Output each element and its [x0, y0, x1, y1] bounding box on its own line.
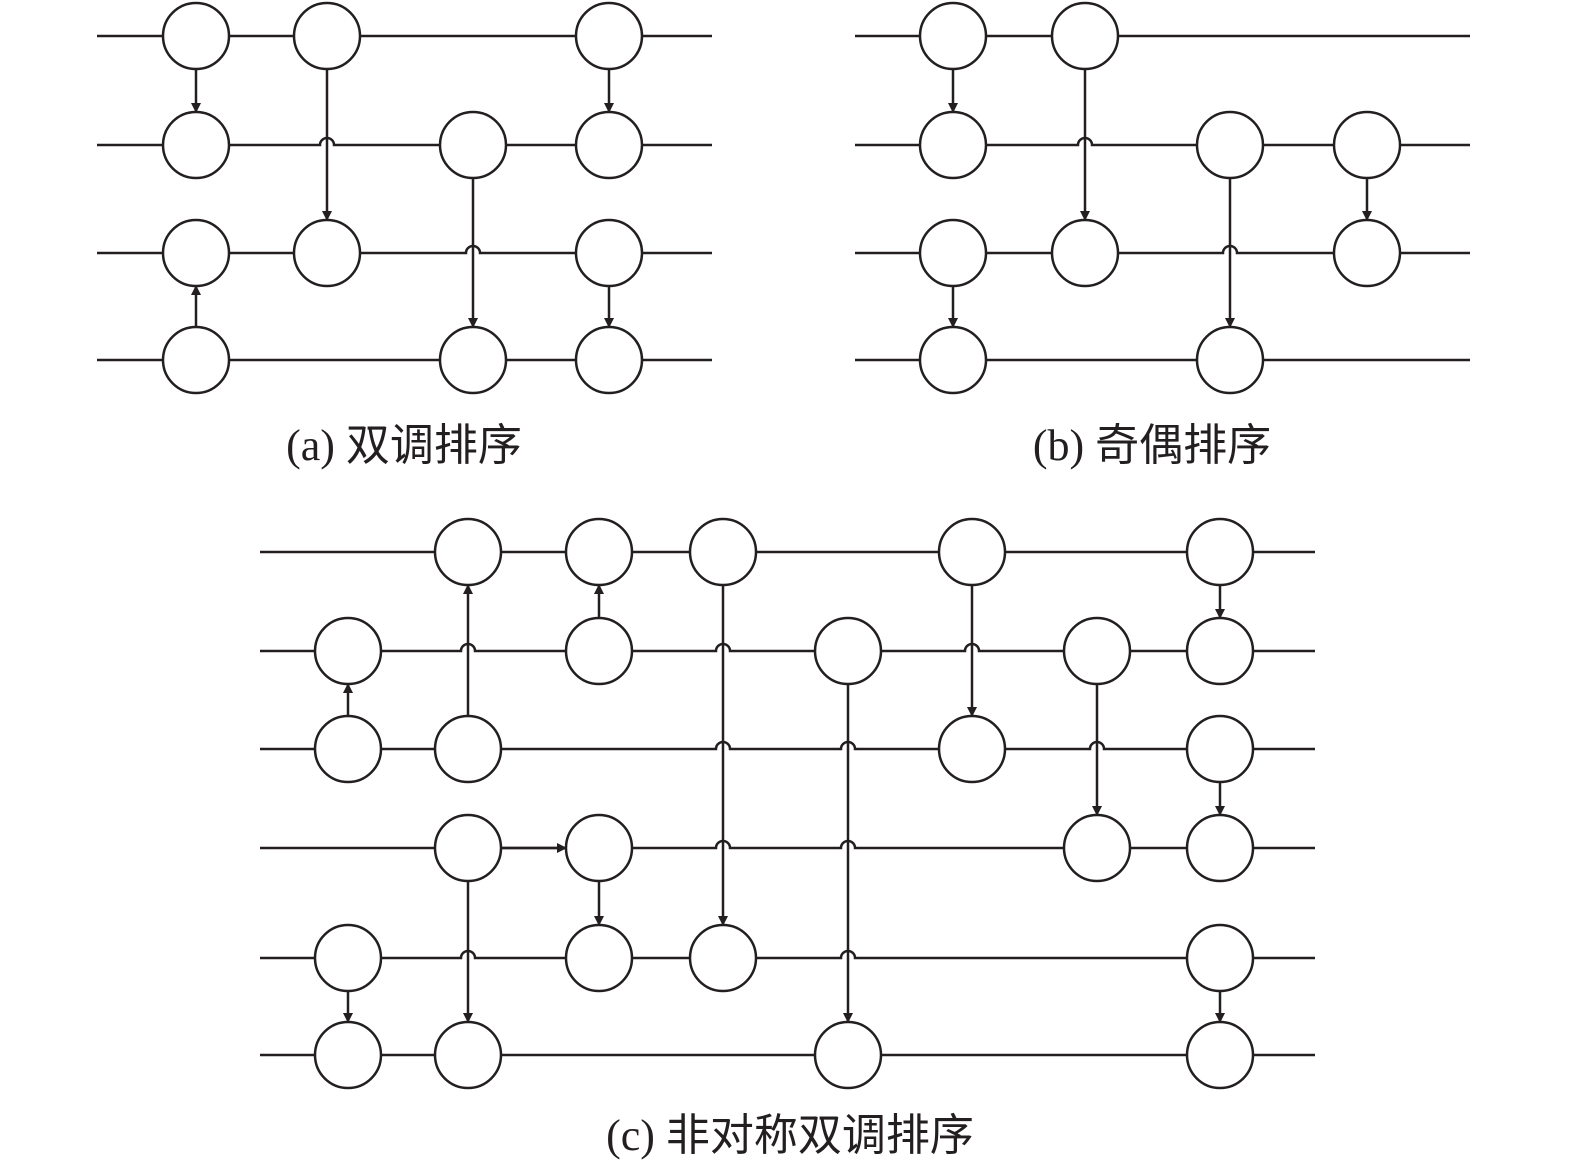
- comparator-node: [564, 517, 634, 587]
- comparator-node: [1062, 813, 1132, 883]
- comparator-node: [433, 1020, 503, 1090]
- comparator-node: [688, 517, 758, 587]
- comparator-node: [688, 923, 758, 993]
- comparator-node: [161, 218, 231, 288]
- comparator-node: [1050, 218, 1120, 288]
- comparator-node: [161, 325, 231, 395]
- comparator-node: [433, 813, 503, 883]
- comparator-node: [1062, 616, 1132, 686]
- comparator-node: [1195, 325, 1265, 395]
- comparator-node: [918, 110, 988, 180]
- comparator-node: [1185, 616, 1255, 686]
- caption-c: (c) 非对称双调排序: [606, 1111, 974, 1160]
- comparator-node: [1185, 517, 1255, 587]
- comparator-node: [161, 110, 231, 180]
- comparator-node: [1050, 1, 1120, 71]
- comparator-node: [937, 517, 1007, 587]
- comparator-node: [1185, 813, 1255, 883]
- comparator-node: [1185, 1020, 1255, 1090]
- comparator-node: [564, 923, 634, 993]
- wire: [260, 949, 1315, 960]
- comparator-node: [438, 325, 508, 395]
- comparator-node: [313, 714, 383, 784]
- wire: [260, 740, 1315, 751]
- comparator-node: [918, 1, 988, 71]
- comparator-node: [161, 1, 231, 71]
- comparator-node: [813, 616, 883, 686]
- comparator-node: [433, 517, 503, 587]
- comparator-node: [1185, 714, 1255, 784]
- comparator-node: [574, 325, 644, 395]
- comparator-node: [313, 1020, 383, 1090]
- comparator-node: [313, 616, 383, 686]
- comparator-node: [433, 714, 503, 784]
- caption-b: (b) 奇偶排序: [1033, 421, 1271, 470]
- comparator-node: [292, 218, 362, 288]
- comparator-node: [1332, 218, 1402, 288]
- panel-odd-even-sort: [855, 1, 1470, 395]
- comparator-node: [574, 1, 644, 71]
- wire: [260, 642, 1315, 653]
- comparator-node: [1195, 110, 1265, 180]
- wire: [260, 839, 1315, 850]
- comparator-node: [574, 218, 644, 288]
- comparator-node: [918, 218, 988, 288]
- comparator-node: [937, 714, 1007, 784]
- comparator-node: [292, 1, 362, 71]
- comparator-node: [438, 110, 508, 180]
- panel-asymmetric-bitonic-sort: [260, 517, 1315, 1090]
- comparator-node: [918, 325, 988, 395]
- panel-bitonic-sort: [97, 1, 712, 395]
- comparator-node: [564, 813, 634, 883]
- comparator-node: [1185, 923, 1255, 993]
- comparator-node: [1332, 110, 1402, 180]
- comparator-node: [313, 923, 383, 993]
- comparator-node: [813, 1020, 883, 1090]
- comparator-node: [564, 616, 634, 686]
- comparator-node: [574, 110, 644, 180]
- caption-a: (a) 双调排序: [286, 421, 522, 470]
